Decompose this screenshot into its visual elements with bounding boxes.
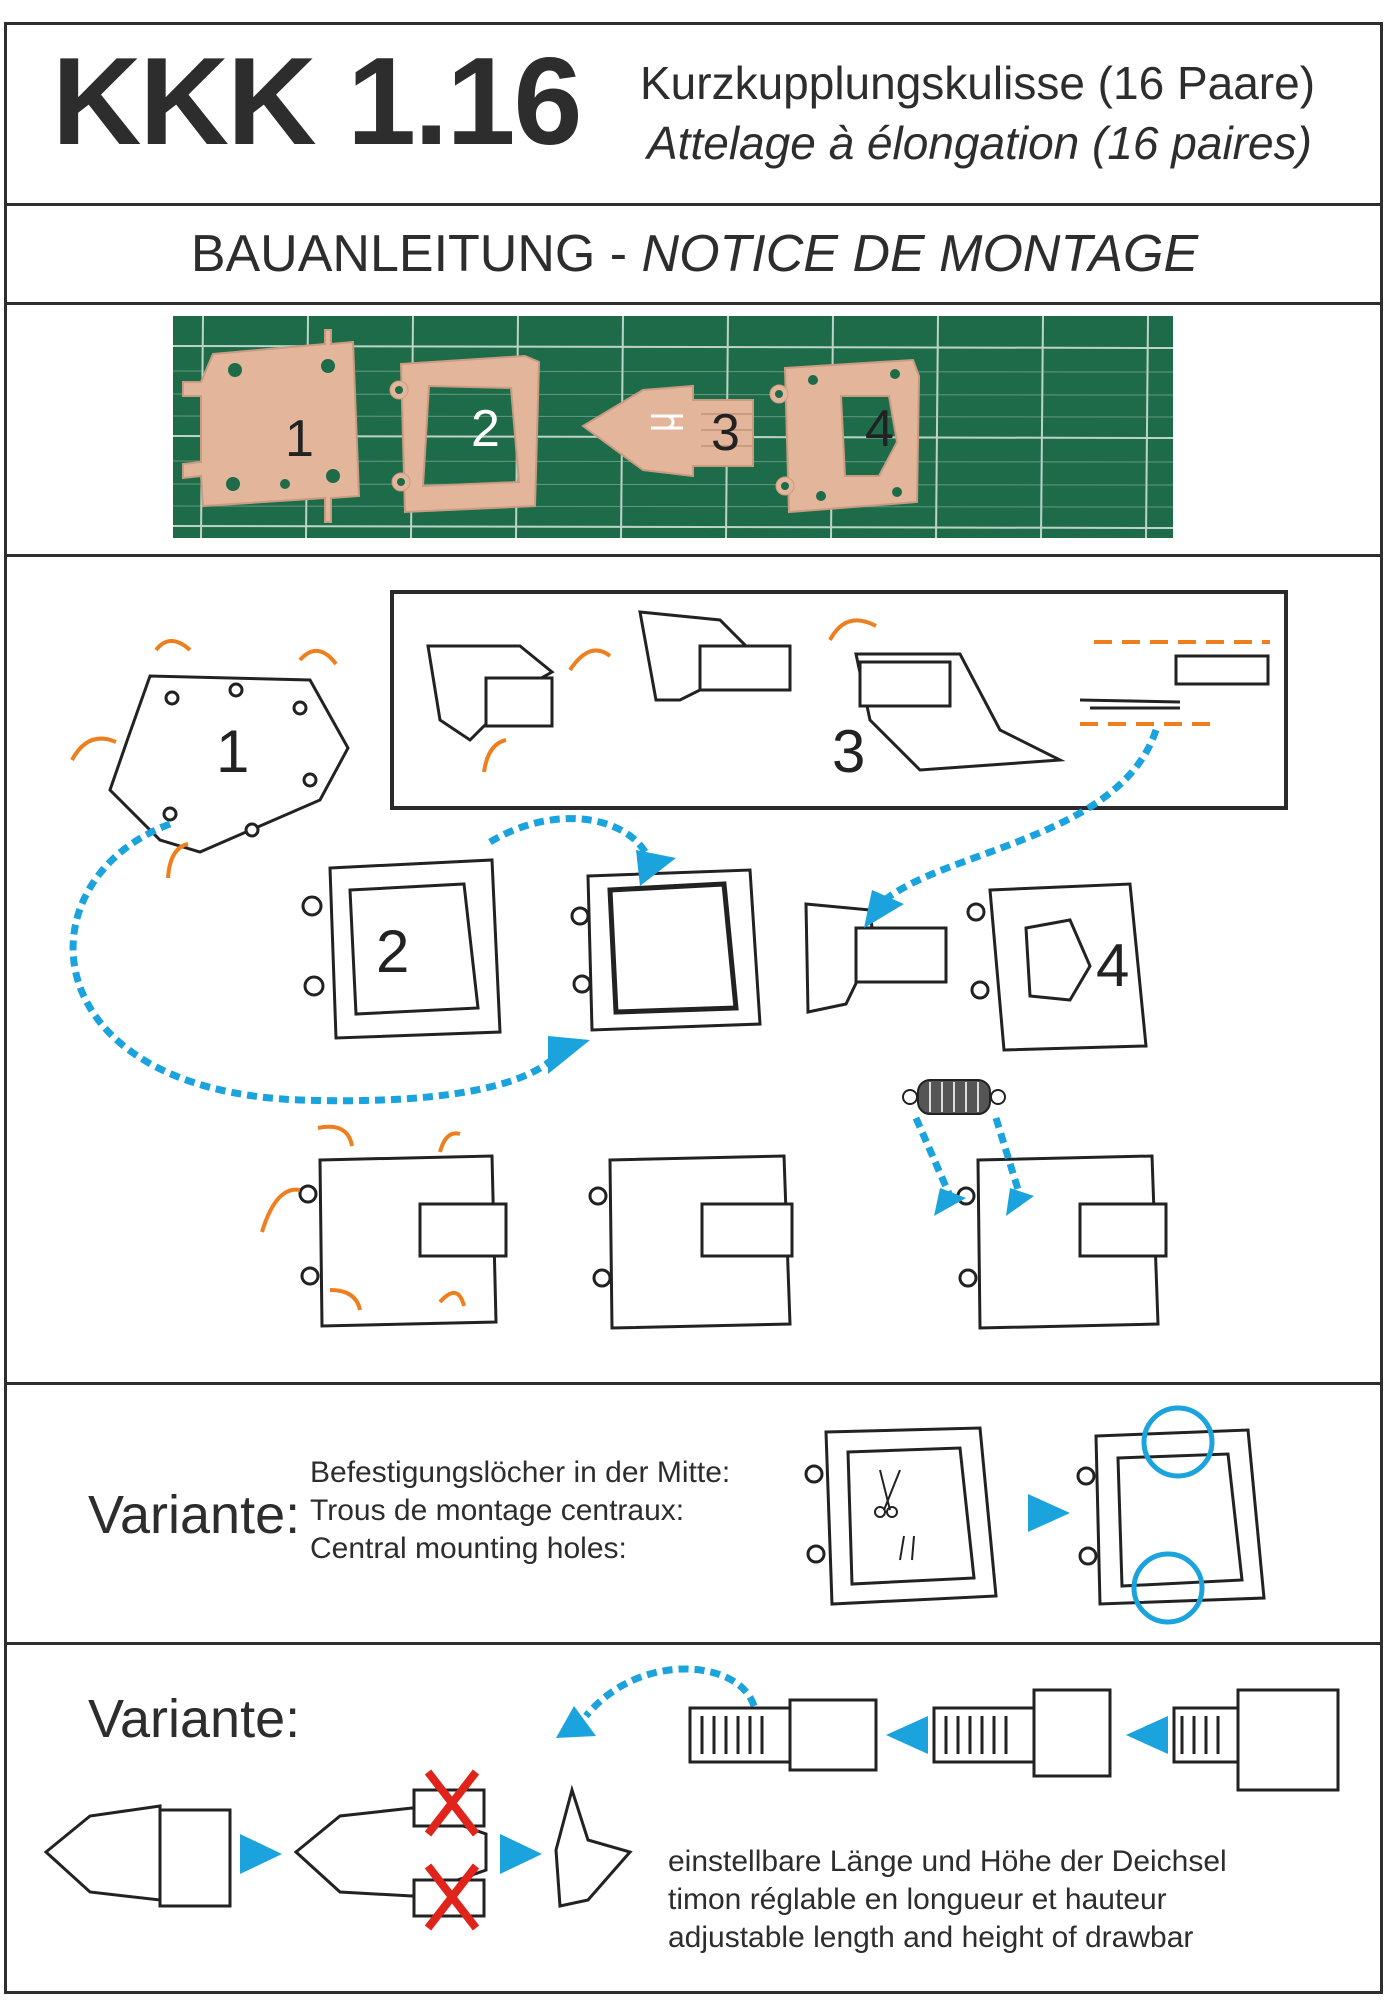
photo-label-3: 3 [711,404,740,462]
divider [4,203,1383,206]
flow-arrows [69,728,1160,1198]
scissors-icon [874,1469,915,1561]
instructions-heading-fr: NOTICE DE MONTAGE [641,225,1199,283]
assembly-step-c [956,1154,1168,1330]
part-3-fold-sequence [426,610,1270,772]
flow-arrow-curve [583,1665,758,1719]
drawbar-original [43,1804,162,1902]
fold-arrows-step-a [260,1124,466,1311]
subtitle-german: Kurzkupplungskulisse (16 Paare) [640,57,1316,109]
divider [4,554,1383,557]
variante-2-line-3: adjustable length and height of drawbar [668,1921,1194,1954]
photo-label-4: 4 [865,400,894,458]
photo-label-2: 2 [471,400,500,458]
variante-2-line-1: einstellbare Länge und Höhe der Deichsel [668,1845,1227,1878]
part-3-assembled-drawing [804,902,948,1014]
product-title: KKK 1.16 [52,33,582,171]
remove-cross-icons [424,1769,480,1931]
spring-drawing [902,1079,1006,1115]
fold-arrows-part3 [482,618,1270,773]
arrow-right-icon [1028,1494,1070,1532]
page-frame [4,22,1383,1994]
subtitle-french: Attelage à élongation (16 paires) [647,117,1312,169]
part-4-label: 4 [1096,932,1129,999]
part-4-drawing [966,882,1148,1052]
assembled-frame-drawing [570,868,762,1032]
part-2-label: 2 [376,918,409,985]
divider [4,302,1383,305]
part-1-drawing [108,674,350,854]
highlight-circle-bottom [1131,1551,1205,1625]
divider [4,1382,1383,1385]
part-2-drawing [301,858,502,1040]
step3-box [390,590,1288,810]
drawbar-teeth [700,1716,1220,1754]
part-1-label: 1 [216,718,249,785]
drawbar-folded [554,1784,633,1908]
divider [4,1642,1383,1645]
highlight-circle-top [1141,1405,1215,1479]
fold-arrows-part1 [70,639,338,879]
flow-arrowheads [548,850,1034,1216]
variante-1-label: Variante: [88,1485,301,1545]
parts-photo-image: 1 2 3 4 [173,316,1173,538]
drawbar-strip-1 [688,1698,878,1772]
variante-1-line-1: Befestigungslöcher in der Mitte: [310,1456,731,1489]
variante-1-diagram [804,1405,1266,1625]
variante-2-diagram [43,1665,1340,1931]
part-3-label: 3 [832,718,865,785]
assembly-diagram: 1 3 2 4 [69,590,1288,1330]
instructions-heading-de: BAUANLEITUNG - [190,225,642,283]
assembly-step-b [588,1154,794,1330]
flow-arrowheads-variante-2 [240,1706,1168,1874]
drawbar-strip-3 [1172,1688,1340,1792]
variante-1-line-2: Trous de montage centraux: [310,1494,685,1527]
variante-1-line-3: Central mounting holes: [310,1532,627,1565]
photo-label-1: 1 [285,410,314,468]
assembly-step-a [298,1154,508,1328]
variante-2-line-2: timon réglable en longueur et hauteur [668,1883,1167,1916]
drawbar-strip-2 [932,1688,1112,1778]
parts-photo: 1 2 3 4 [173,316,1173,538]
variante-2-label: Variante: [88,1689,301,1749]
instructions-heading: BAUANLEITUNG - NOTICE DE MONTAGE [0,228,1389,280]
